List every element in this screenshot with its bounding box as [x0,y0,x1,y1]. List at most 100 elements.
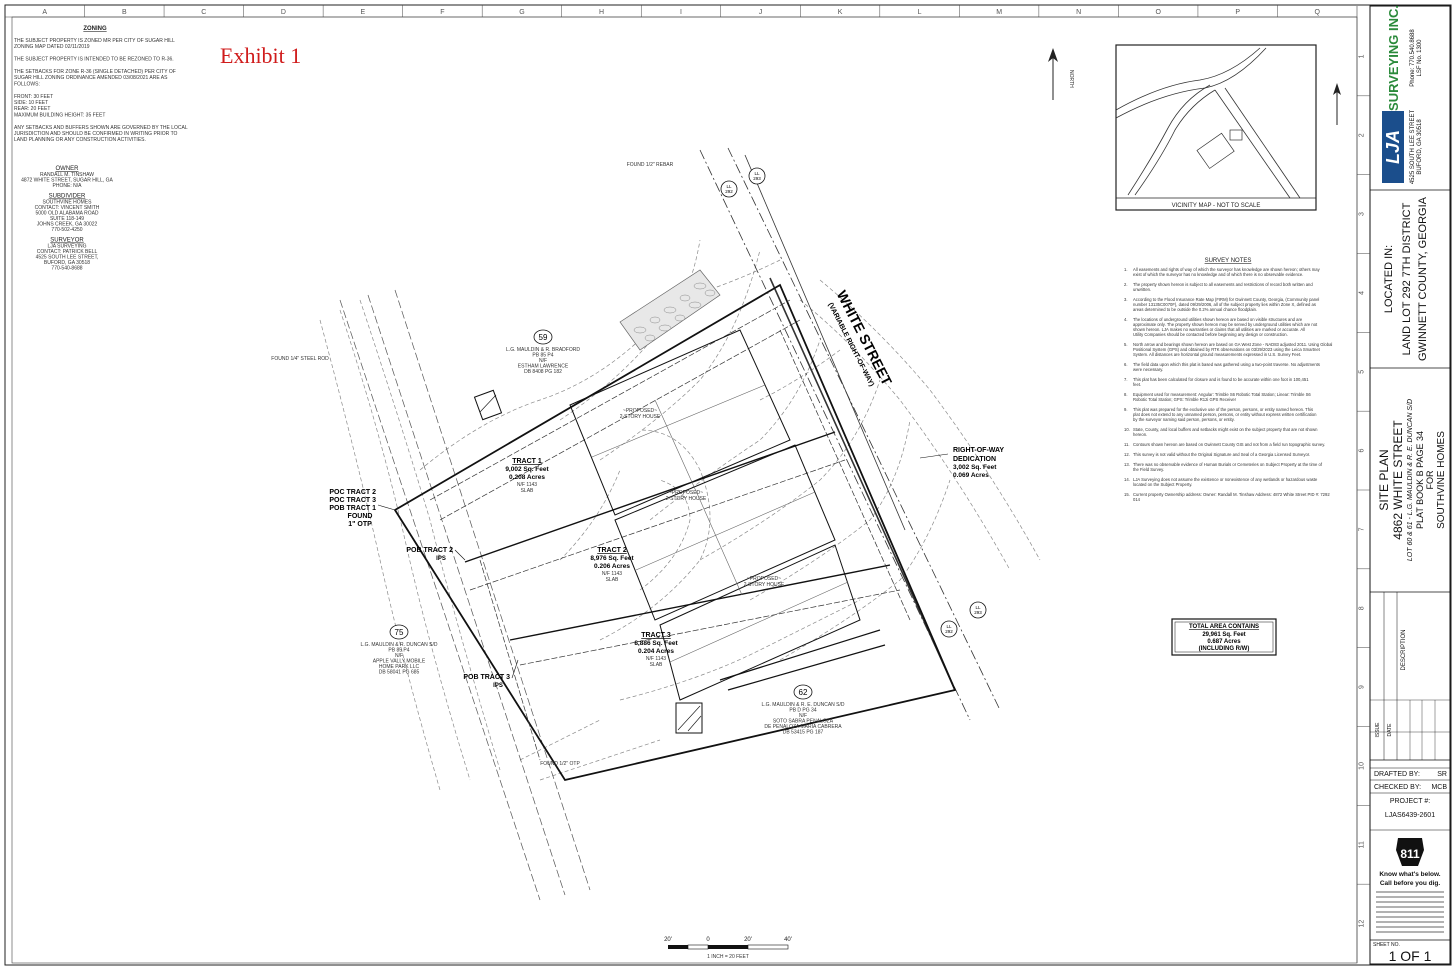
zoning-line: THE SETBACKS FOR ZONE R-36 (SINGLE DETAC… [14,69,176,75]
adjoiner-line: DB 58041 PG 685 [379,670,420,676]
party-line: RANDALL M. TINSHAW [40,172,94,178]
survey-note-line: There was no observable evidence of Huma… [1133,462,1323,467]
party-line: 5000 OLD ALABAMA ROAD [35,211,98,217]
adjoiner-number: 62 [799,688,808,697]
drafted-value: SR [1437,771,1447,778]
scale-tick-3: 40' [784,937,792,943]
company-address2: BUFORD, GA 30518 [1417,119,1423,175]
row-sqft: 3,002 Sq. Feet [953,464,997,471]
party-line: CONTACT: PATRICK BELL [37,249,98,255]
grid-col-label: C [201,9,206,16]
survey-note-line: Equipment used for measurement: Angular:… [1133,392,1311,397]
pob-tract-3: POB TRACT 3 [463,674,510,681]
zoning-line: REAR: 20 FEET [14,106,50,112]
zoning-line: JURISDICTION AND SHOULD BE CONFIRMED IN … [14,131,178,137]
scale-tick-2: 20' [744,937,752,943]
grid-col-label: I [680,9,682,16]
poc-tract-2: POC TRACT 2 [329,489,376,496]
exhibit-label: Exhibit 1 [220,43,301,68]
survey-note-number: 9. [1124,407,1128,412]
party-line: 4525 SOUTH LEE STREET, [36,255,99,261]
grid-row-label: 12 [1359,920,1366,928]
land-lot-badge-text: 292 [725,189,733,194]
survey-note-number: 10. [1124,427,1130,432]
grid-row-label: 2 [1359,133,1366,137]
title-block: LJA SURVEYING INC. 4525 SOUTH LEE STREET… [1369,5,1451,965]
survey-note-line: This plat was prepared for the exclusive… [1133,407,1313,412]
street-label: WHITE STREET (VARIABLE RIGHT-OF-WAY) [826,288,895,389]
survey-note-number: 14. [1124,477,1130,482]
survey-note-line: unwritten. [1133,287,1151,292]
grid-col-label: N [1076,9,1081,16]
survey-note-line: LJA Surveying does not assume the existe… [1133,477,1318,482]
house-interior-lines [591,384,849,663]
zoning-line: FRONT: 30 FEET [14,94,53,100]
shed-hatch-1 [473,389,503,421]
property-boundary [393,283,957,782]
know-below: Know what's below. [1379,871,1440,878]
scale-tick-0: 20' [664,937,672,943]
row-dedication-label: RIGHT-OF-WAY DEDICATION 3,002 Sq. Feet 0… [919,447,1004,479]
located-in: LOCATED IN: [1383,245,1395,313]
point-labels: POC TRACT 2 POC TRACT 3 POB TRACT 1 FOUN… [271,162,673,767]
tract-name: TRACT 1 [512,458,542,465]
survey-note-line: were necessary. [1133,367,1163,372]
adjoiner-line: DB 53415 PG 187 [783,730,824,736]
ips-label-3: IPS [493,683,503,689]
sheet-label: SHEET NO. [1373,942,1400,948]
land-lot-badge-text: LL [975,605,981,610]
tract-slab: SLAB [521,488,534,494]
grid-row-label: 1 [1359,54,1366,58]
zoning-line: LAND PLANNING OR ANY CONSTRUCTION ACTIVI… [14,137,146,143]
house-label: 2-STORY HOUSE [744,582,785,588]
survey-note-line: number 13135C0070F), dated 09/29/2006, a… [1133,302,1316,307]
party-line: JOHNS CREEK, GA 30022 [37,222,98,228]
land-lot-badge [748,167,766,185]
zoning-line: FOLLOWS: [14,81,40,87]
setback-lines [429,299,911,761]
adjoining-lot-lines [339,289,591,901]
grid-row-label: 11 [1359,841,1366,848]
survey-note-number: 3. [1124,297,1128,302]
north-arrow: NORTH [1048,48,1074,100]
company-logo: LJA SURVEYING INC. 4525 SOUTH LEE STREET… [1382,5,1423,184]
survey-note-line: 014 [1133,497,1141,502]
call-811-icon: 811 [1396,838,1424,866]
total-area-title: TOTAL AREA CONTAINS [1189,624,1259,630]
house-label: 2-STORY HOUSE [666,496,707,502]
checked-value: MCB [1431,784,1447,791]
total-area-box: TOTAL AREA CONTAINS 29,961 Sq. Feet 0.68… [1171,618,1277,656]
zoning-line: THE SUBJECT PROPERTY IS ZONED MR PER CIT… [14,38,175,44]
total-area-note: (INCLUDING R/W) [1199,646,1250,652]
grid-col-label: E [361,9,366,16]
e811-text: 811 [1400,847,1420,861]
tract-ffe: N/F 1143 [602,571,622,577]
party-line: 770-540-8688 [51,266,82,272]
grid-col-label: J [759,9,763,16]
grid-col-label: P [1235,9,1240,16]
plan-address: 4862 WHITE STREET [1391,420,1405,540]
plan-client: SOUTHVINE HOMES [1436,431,1447,529]
fine-print [1376,891,1444,933]
logo-text: LJA [1383,130,1403,164]
adjoiner-62: 62L.G. MAULDIN & R. E. DUNCAN S/DPB D PG… [761,684,845,736]
tract-acres: 0.208 Acres [509,474,545,481]
party-line: SOUTHVINE HOMES [43,200,93,206]
company-lsf: LSF No. 1300 [1417,39,1423,77]
survey-note-line: by the surveyor naming said person, pers… [1133,417,1235,422]
contour-lines [319,239,1041,791]
survey-note-line: Contours shown hereon are based on Gwinn… [1133,442,1325,447]
tract-acres: 0.204 Acres [638,648,674,655]
adjoiner-line: ESTHAM LAWRENCE [518,364,569,370]
checked-label: CHECKED BY: [1374,784,1421,791]
survey-note-line: plat does not extend to any unnamed pers… [1133,412,1317,417]
grid-col-label: M [996,9,1002,16]
survey-note-line: System. All distances are horizontal gro… [1133,352,1301,357]
plan-plat: PLAT BOOK B PAGE 34 [1415,431,1425,529]
zoning-line: SUGAR HILL ZONING ORDINANCE AMENDED 03/0… [14,75,168,81]
